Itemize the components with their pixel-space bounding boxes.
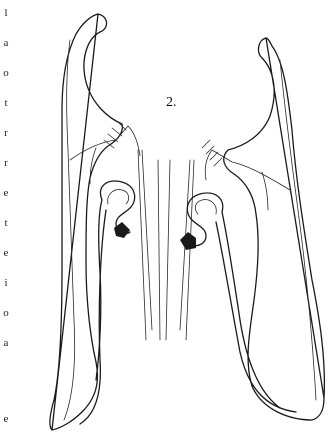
left-stalk	[138, 150, 152, 340]
right-keel	[205, 150, 290, 210]
left-outer-outline	[50, 14, 123, 430]
left-lower-loop	[80, 210, 106, 424]
right-organ	[180, 38, 324, 420]
right-coil-inner	[195, 200, 216, 214]
center-lines	[158, 160, 170, 340]
left-coil-inner	[108, 190, 129, 204]
right-inner-line	[280, 60, 316, 400]
right-outer-outline	[224, 38, 325, 420]
left-inner-line	[64, 40, 75, 420]
left-organ	[50, 14, 152, 430]
left-coil	[96, 181, 135, 380]
right-stalk	[180, 160, 194, 340]
figure-number-label: 2.	[166, 95, 177, 111]
right-anther	[180, 232, 196, 250]
right-lower-loop	[216, 222, 296, 412]
right-coil	[187, 193, 280, 408]
right-hatching	[202, 140, 222, 166]
